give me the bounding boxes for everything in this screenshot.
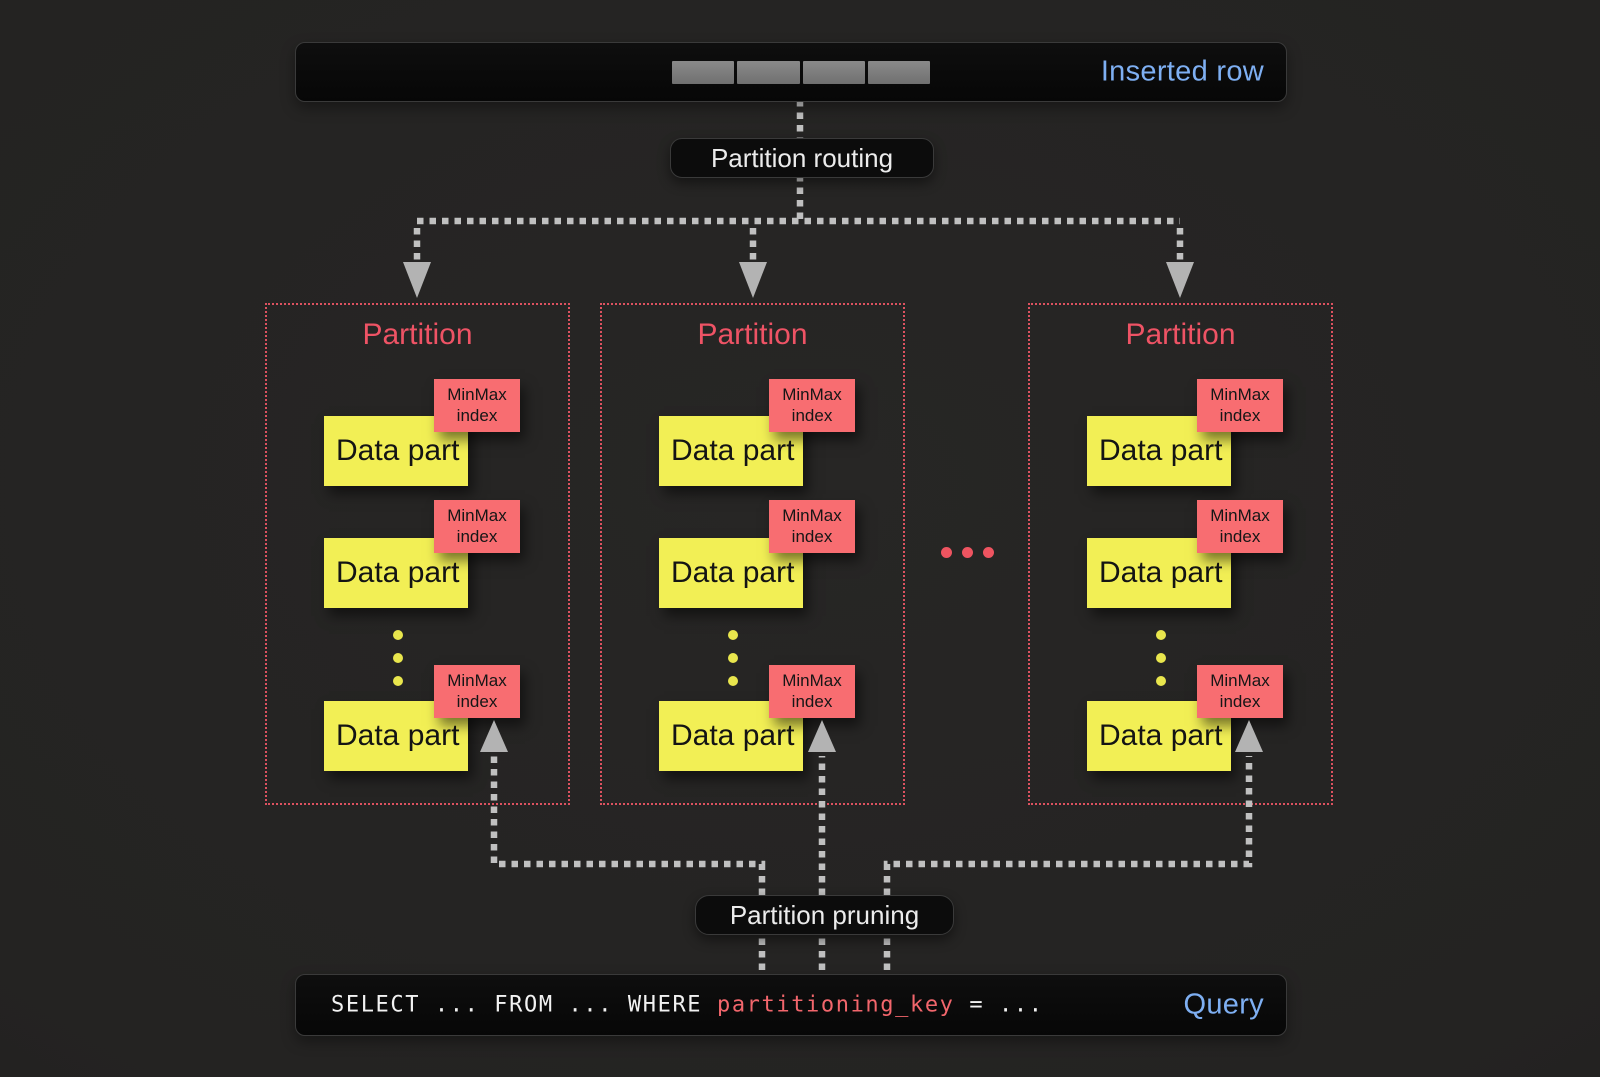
partition-box: Partition MinMax index Data part MinMax … [1028,303,1333,805]
minmax-index-tag: MinMax index [1197,500,1283,553]
query-select-clause: SELECT ... FROM ... WHERE [331,992,717,1018]
ellipsis-dot [393,653,403,663]
partition-title: Partition [362,318,473,351]
minmax-label-line1: MinMax [782,385,842,405]
query-equals-clause: = ... [954,992,1044,1018]
horizontal-ellipsis-dots [941,547,994,558]
data-part-box: Data part [659,701,803,771]
ellipsis-dot [728,653,738,663]
minmax-label-line2: index [456,526,498,546]
data-part-label: Data part [336,556,460,589]
row-segment [672,61,735,84]
minmax-label-line1: MinMax [1210,506,1270,526]
vertical-ellipsis-dots [728,630,738,686]
data-part-label: Data part [671,556,795,589]
data-part-label: Data part [671,434,795,467]
query-partitioning-key: partitioning_key [716,992,955,1018]
partition-routing-label: Partition routing [670,138,934,178]
minmax-label-line2: index [1219,691,1261,711]
ellipsis-dot [1156,676,1166,686]
query-statement: SELECT ... FROM ... WHERE partitioning_k… [331,993,1044,1018]
minmax-index-tag: MinMax index [769,500,855,553]
ellipsis-dot [962,547,973,558]
partition-title: Partition [1125,318,1236,351]
data-part-box: Data part [1087,416,1231,486]
pruning-connector-left [490,756,766,970]
data-part-label: Data part [671,719,795,752]
minmax-index-tag: MinMax index [769,665,855,718]
partition-pruning-text: Partition pruning [729,899,920,930]
minmax-index-tag: MinMax index [434,500,520,553]
row-segment [802,61,865,84]
ellipsis-dot [393,676,403,686]
minmax-label-line2: index [1219,405,1261,425]
partition-routing-text: Partition routing [710,142,894,173]
minmax-index-tag: MinMax index [434,379,520,432]
minmax-label-line1: MinMax [782,506,842,526]
minmax-index-tag: MinMax index [1197,379,1283,432]
minmax-label-line2: index [791,405,833,425]
arrow-down-icon [739,262,767,298]
data-part-label: Data part [336,719,460,752]
arrow-down-icon [1166,262,1194,298]
row-segment [867,61,930,84]
vertical-ellipsis-dots [393,630,403,686]
minmax-label-line1: MinMax [447,671,507,691]
data-part-label: Data part [1099,556,1223,589]
query-label: Query [1183,988,1264,1021]
row-segment [737,61,800,84]
minmax-label-line2: index [791,691,833,711]
partition-title: Partition [697,318,808,351]
ellipsis-dot [728,676,738,686]
ellipsis-dot [393,630,403,640]
minmax-index-tag: MinMax index [1197,665,1283,718]
arrow-up-icon [1235,720,1263,752]
minmax-label-line2: index [456,691,498,711]
vertical-ellipsis-dots [1156,630,1166,686]
partition-pruning-label: Partition pruning [695,895,954,935]
arrow-up-icon [480,720,508,752]
minmax-label-line1: MinMax [1210,385,1270,405]
minmax-label-line2: index [456,405,498,425]
minmax-label-line1: MinMax [447,506,507,526]
ellipsis-dot [941,547,952,558]
minmax-index-tag: MinMax index [434,665,520,718]
inserted-row-bar: Inserted row [295,42,1287,102]
minmax-label-line1: MinMax [1210,671,1270,691]
inserted-row-label: Inserted row [1100,55,1264,88]
ellipsis-dot [728,630,738,640]
data-part-box: Data part [324,701,468,771]
minmax-label-line2: index [1219,526,1261,546]
arrow-down-icon [403,262,431,298]
minmax-label-line2: index [791,526,833,546]
data-part-label: Data part [1099,719,1223,752]
minmax-label-line1: MinMax [782,671,842,691]
arrow-up-icon [808,720,836,752]
data-part-box: Data part [1087,701,1231,771]
minmax-index-tag: MinMax index [769,379,855,432]
data-part-label: Data part [336,434,460,467]
row-segments [672,61,930,84]
ellipsis-dot [1156,653,1166,663]
ellipsis-dot [983,547,994,558]
partition-box: Partition MinMax index Data part MinMax … [600,303,905,805]
ellipsis-dot [1156,630,1166,640]
minmax-label-line1: MinMax [447,385,507,405]
data-part-label: Data part [1099,434,1223,467]
pruning-connector-right [883,756,1253,970]
query-bar: SELECT ... FROM ... WHERE partitioning_k… [295,974,1287,1036]
partition-box: Partition MinMax index Data part MinMax … [265,303,570,805]
